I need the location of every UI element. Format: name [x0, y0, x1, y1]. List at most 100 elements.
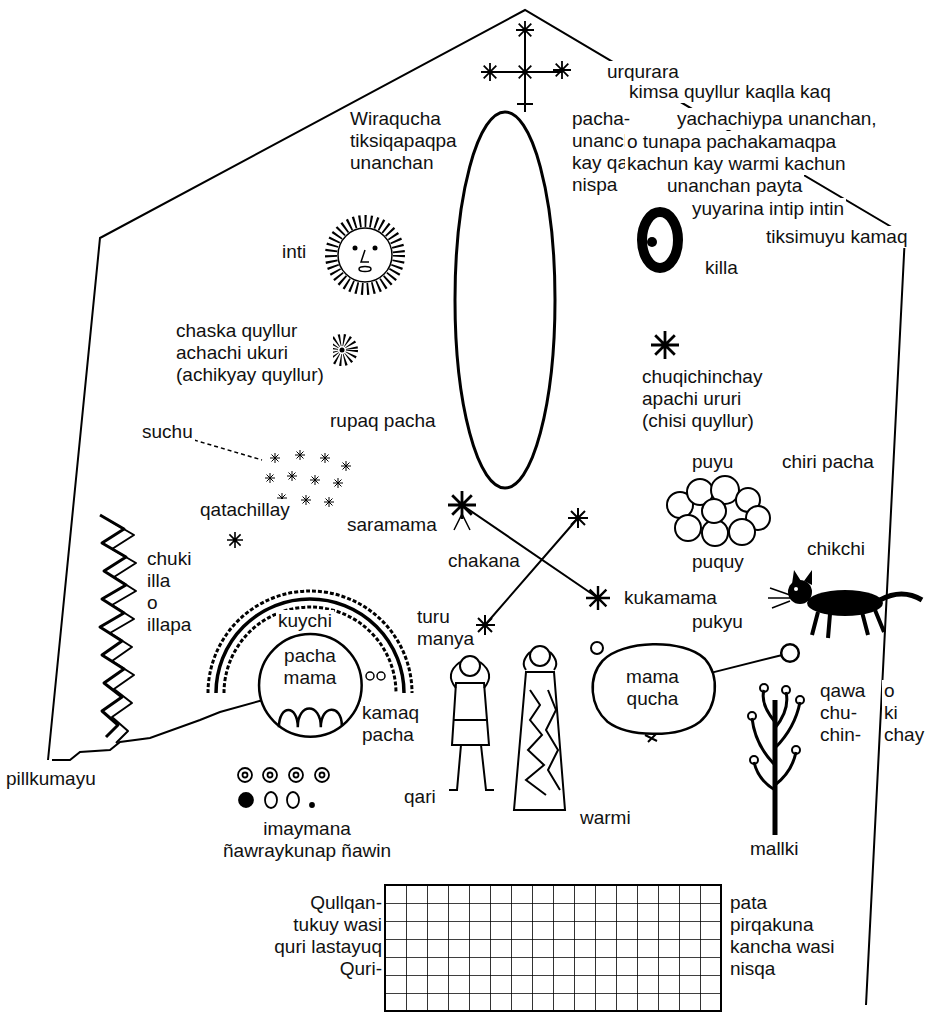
cat-figure: [792, 570, 812, 585]
sun-face: [361, 250, 369, 262]
eye-circles: [239, 793, 253, 807]
three-stars: [553, 61, 571, 79]
evening-star: [651, 331, 679, 359]
cosmos-label: puyu: [690, 451, 735, 473]
rainbow-arcs: [366, 672, 374, 680]
cosmos-label: o tunapa pachakamaqpa: [625, 131, 838, 153]
cosmos-label: rupaq pacha: [328, 410, 438, 432]
label-holder: pata pirqakuna kancha wasi nisqa: [728, 892, 842, 980]
cosmos-label: qawa chu- chin-: [818, 680, 867, 746]
label-holder: o tunapa pachakamaqpa: [625, 131, 838, 153]
cosmos-label: kimsa quyllur kaqlla kaq: [627, 81, 833, 103]
node-text: pacha mama: [284, 645, 337, 689]
qatachillay-star: [227, 532, 243, 548]
label-holder: imaymana ñawraykunap ñawin: [215, 818, 399, 862]
cat-figure: [768, 570, 922, 638]
cosmos-label: warmi: [578, 807, 633, 829]
tree: [748, 684, 804, 835]
pleiades: [341, 461, 351, 471]
label-holder: chaska quyllur achachi ukuri (achikyay q…: [174, 320, 333, 386]
label-holder: pillkumayu: [4, 768, 98, 790]
cosmos-label: yuyarina intip intin: [690, 198, 846, 220]
text-holder: mama qucha: [626, 666, 679, 710]
three-stars: [490, 30, 562, 112]
cosmos-label: chiri pacha: [780, 451, 876, 473]
eye-circles: [310, 803, 314, 807]
sea-marks: [591, 642, 603, 654]
pleiades: [333, 478, 343, 488]
node-text: mama qucha: [626, 666, 679, 710]
label-holder: o ki chay: [882, 680, 926, 746]
tree: [750, 756, 758, 764]
temple-outline: [48, 10, 905, 1005]
cat-figure: [807, 590, 883, 616]
label-holder: kimsa quyllur kaqlla kaq: [627, 81, 833, 103]
eye-circles: [238, 768, 329, 808]
label-holder: mallki: [748, 838, 801, 860]
woman-figure: [514, 646, 565, 810]
cosmic-oval: [455, 112, 555, 488]
label-holder: yuyarina intip intin: [690, 198, 846, 220]
label-holder: killa: [703, 257, 740, 279]
label-holder: rupaq pacha: [328, 410, 438, 432]
cosmic-oval: [455, 112, 555, 488]
node-text: pukyu: [690, 611, 745, 633]
label-holder: suchu: [140, 421, 195, 443]
moon: [642, 212, 678, 268]
wall-grid: [385, 885, 721, 1011]
label-holder: chikchi: [805, 538, 867, 560]
morning-star: [332, 340, 352, 360]
cat-figure: [880, 594, 922, 600]
label-holder: puquy: [690, 551, 746, 573]
woman-figure: [514, 672, 565, 810]
man-figure: [451, 662, 489, 720]
cosmos-label: chuki illa o illapa: [145, 548, 193, 636]
tree: [782, 686, 790, 694]
cosmos-label: pata pirqakuna kancha wasi nisqa: [728, 892, 842, 980]
cloud: [702, 499, 726, 523]
label-holder: qatachillay: [198, 499, 292, 521]
label-holder: puyu: [690, 451, 735, 473]
cosmos-label: suchu: [140, 421, 195, 443]
three-stars: [481, 63, 499, 81]
pleiades: [295, 450, 305, 460]
eye-circles: [315, 768, 329, 782]
label-holder: chuqichinchay apachi ururi (chisi quyllu…: [640, 366, 769, 432]
hill-humps: [279, 708, 342, 727]
cosmos-label: kuychi: [276, 610, 334, 632]
tree: [792, 746, 800, 754]
label-holder: chuki illa o illapa: [145, 548, 193, 636]
cosmos-label: killa: [703, 257, 740, 279]
lightning-zigzag: [110, 521, 136, 743]
label-holder: saramama: [345, 514, 439, 536]
cloud: [675, 515, 701, 541]
tree: [760, 684, 768, 692]
moon: [642, 212, 678, 268]
label-holder: inti: [280, 241, 308, 263]
connector-line: [712, 655, 781, 672]
label-holder: warmi: [578, 807, 633, 829]
tree: [752, 690, 800, 790]
cosmos-label: imaymana ñawraykunap ñawin: [215, 818, 399, 862]
rainbow-arcs: [377, 672, 385, 680]
label-holder: kukamama: [622, 587, 719, 609]
temple-outline: [48, 10, 905, 1005]
label-holder: unanchan payta: [665, 175, 804, 197]
label-holder: kamaq pacha: [360, 702, 421, 746]
river-line: [52, 700, 263, 760]
chakana-cross: [568, 508, 588, 528]
cosmos-label: inti: [280, 241, 308, 263]
cosmos-label: kamaq pacha: [360, 702, 421, 746]
cat-figure: [768, 588, 790, 608]
eye-circles: [320, 773, 325, 778]
label-holder: turu manya: [415, 606, 476, 650]
chakana-cross: [454, 514, 470, 530]
eye-circles: [289, 768, 303, 782]
cat-figure: [788, 580, 812, 604]
man-figure: [449, 656, 494, 790]
cosmos-label: tiksimuyu kamaq: [764, 226, 910, 248]
woman-figure: [524, 652, 557, 670]
label-holder: kachun kay warmi kachun: [625, 153, 848, 175]
pleiades: [287, 471, 297, 481]
cloud: [729, 519, 755, 545]
